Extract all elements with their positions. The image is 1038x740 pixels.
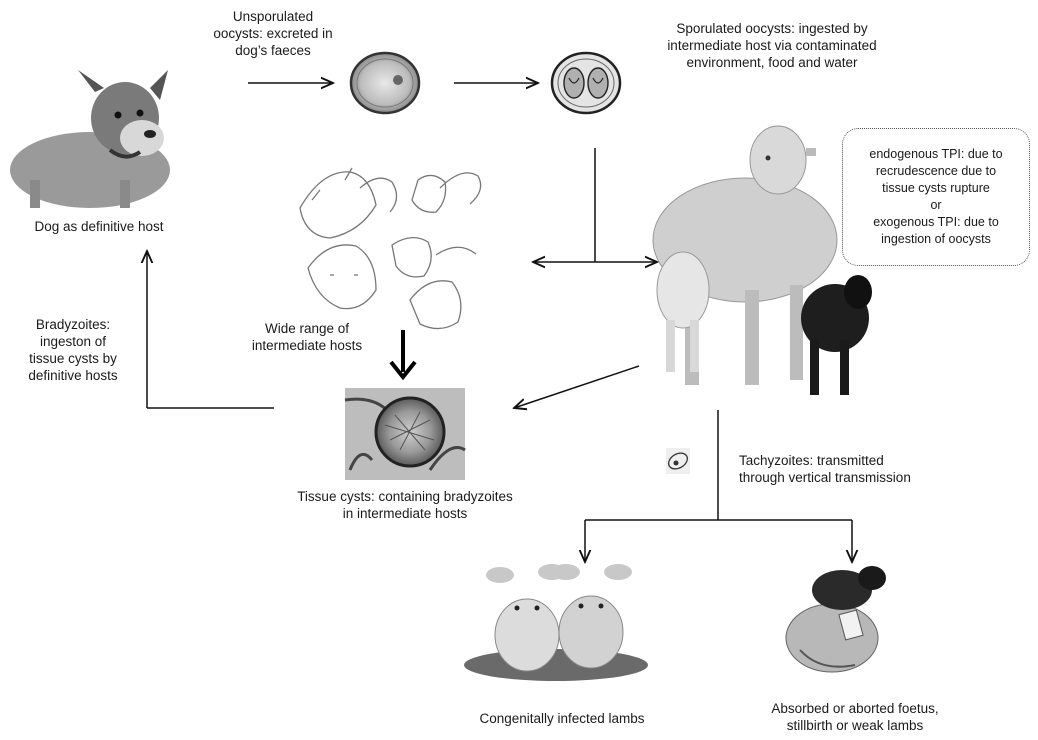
sheep-with-lambs-photo — [653, 126, 872, 395]
wide-range-hosts-label: Wide range of intermediate hosts — [232, 320, 382, 354]
tachyzoite-icon — [666, 448, 690, 474]
twin-lambs-photo — [464, 564, 648, 681]
dog-photo — [10, 70, 170, 208]
sporulated-oocysts-label: Sporulated oocysts: ingested by intermed… — [642, 20, 902, 71]
unsporulated-oocysts-label: Unsporulated oocysts: excreted in dog’s … — [203, 8, 343, 59]
tachyzoites-label: Tachyzoites: transmitted through vertica… — [739, 452, 979, 486]
tissue-cyst-micrograph — [345, 388, 465, 480]
tissue-cysts-label: Tissue cysts: containing bradyzoites in … — [270, 488, 540, 522]
sporulated-oocyst-image — [552, 53, 620, 113]
unsporulated-oocyst-image — [351, 53, 419, 113]
tpi-note-callout: endogenous TPI: due to recrudescence due… — [842, 128, 1030, 266]
intermediate-hosts-sketch — [300, 168, 481, 329]
aborted-foetus-photo — [786, 566, 886, 672]
bradyzoites-label: Bradyzoites: ingeston of tissue cysts by… — [8, 316, 138, 384]
congenital-lambs-label: Congenitally infected lambs — [462, 710, 662, 727]
bold-down-arrow — [391, 330, 415, 377]
aborted-foetus-label: Absorbed or aborted foetus, stillbirth o… — [750, 700, 960, 734]
dog-label: Dog as definitive host — [4, 218, 194, 235]
